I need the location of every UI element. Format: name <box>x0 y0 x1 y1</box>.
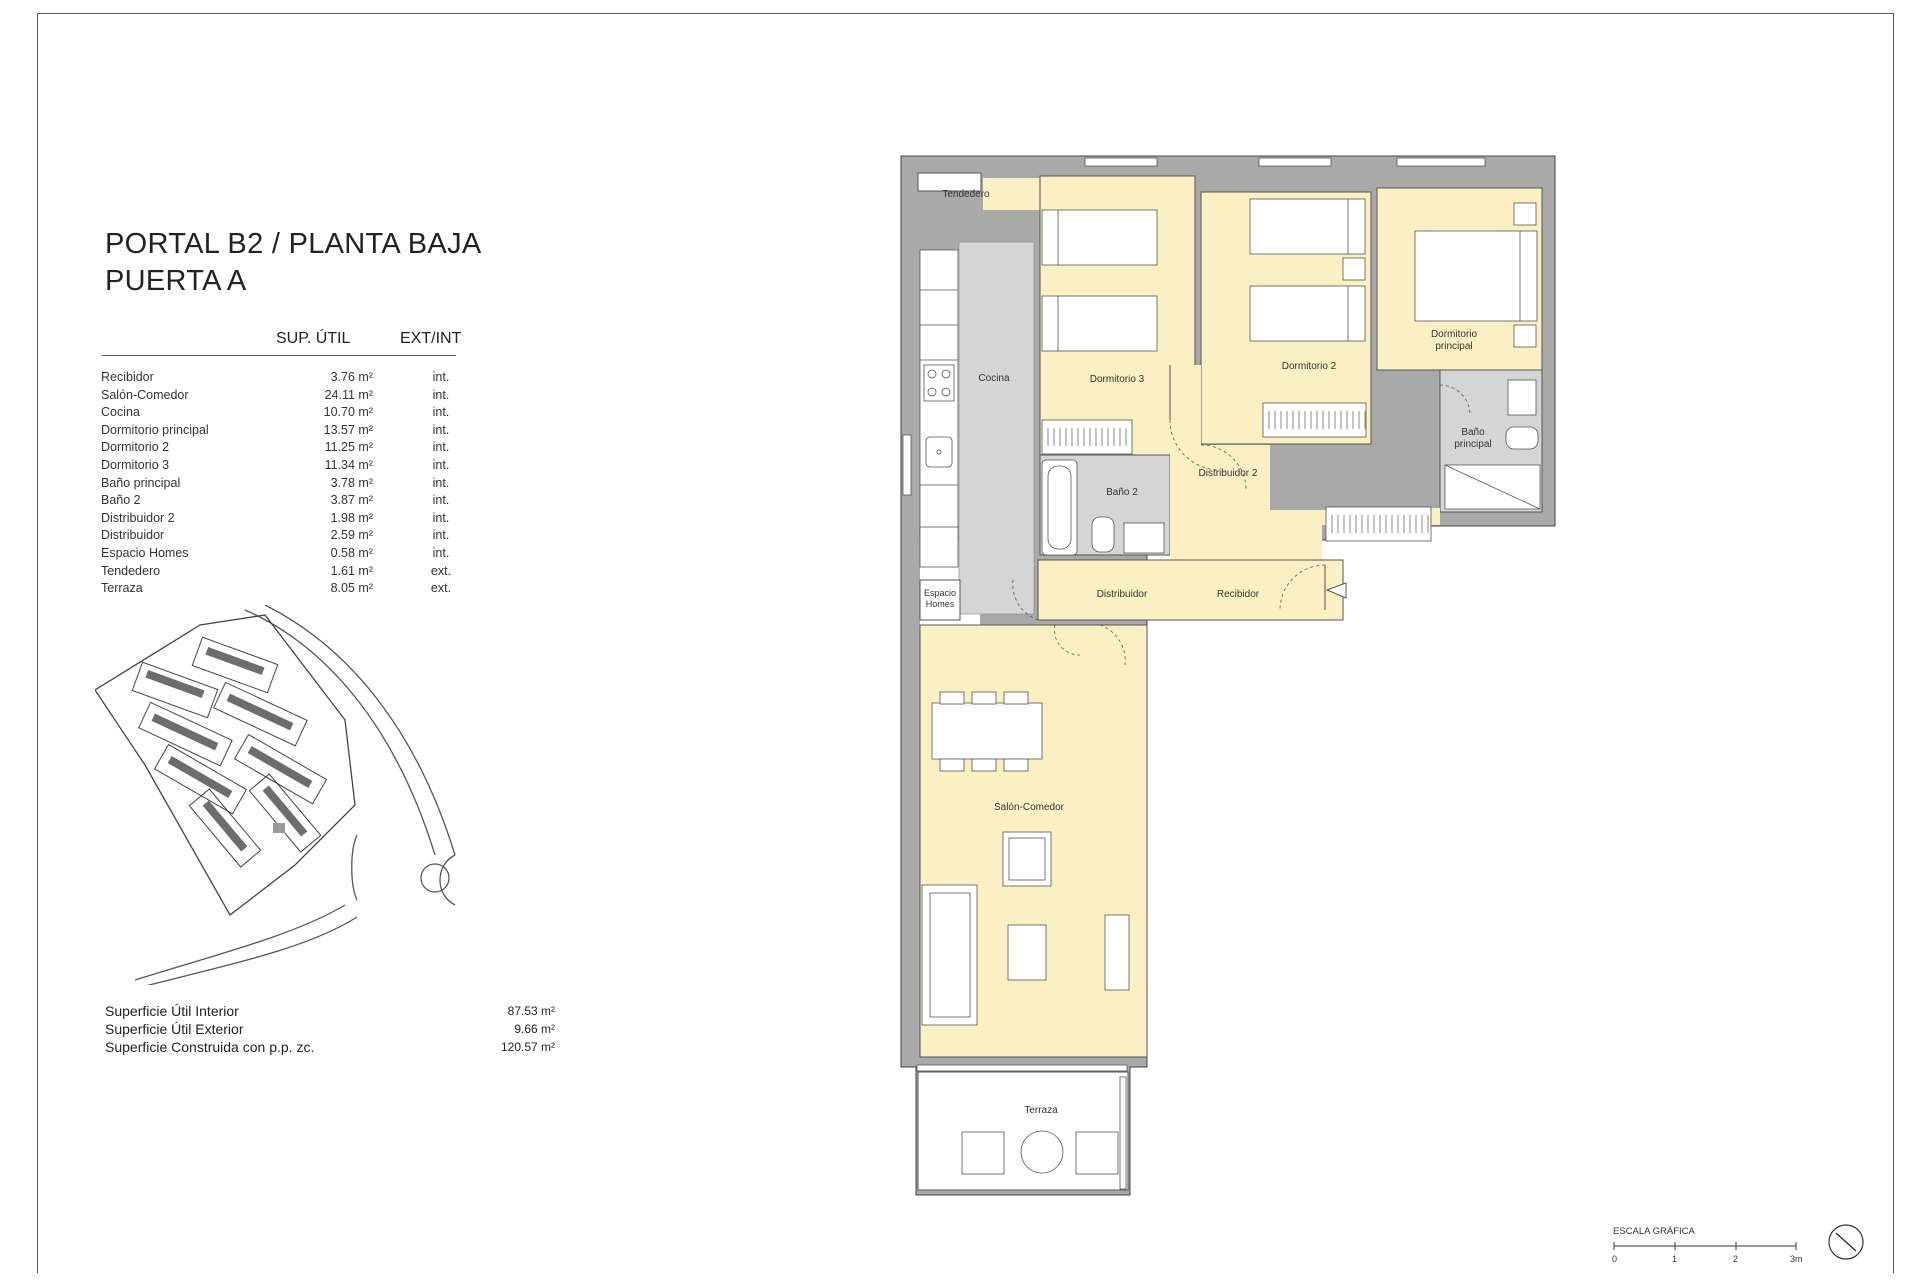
label-recibidor: Recibidor <box>1217 589 1260 600</box>
room-name: Tendedero <box>101 563 161 578</box>
room-type: int. <box>432 387 450 402</box>
label-dormitorio-principal-2: principal <box>1435 341 1472 352</box>
title-line-1: PORTAL B2 / PLANTA BAJA <box>105 228 482 260</box>
room-name: Dormitorio 2 <box>101 440 170 455</box>
label-bano-principal-1: Baño <box>1461 427 1485 438</box>
room-type: int. <box>432 545 450 560</box>
room-row: Dormitorio 2 11.25 m² int. <box>101 440 451 458</box>
total-label: Superficie Útil Exterior <box>105 1021 244 1037</box>
label-dormitorio-2: Dormitorio 2 <box>1282 361 1337 372</box>
room-type: int. <box>432 422 450 437</box>
room-name: Cocina <box>101 405 140 420</box>
room-name: Espacio Homes <box>101 545 189 560</box>
room-type: int. <box>432 370 450 384</box>
room-type: int. <box>432 457 450 472</box>
room-row: Salón-Comedor 24.11 m² int. <box>101 388 451 406</box>
total-value: 87.53 m² <box>507 1004 555 1018</box>
room-name: Distribuidor <box>101 528 165 543</box>
room-type: int. <box>432 440 450 455</box>
total-label: Superficie Construida con p.p. zc. <box>105 1039 315 1055</box>
room-area: 2.59 m² <box>330 528 373 543</box>
room-area: 13.57 m² <box>323 422 373 437</box>
label-salon-comedor: Salón-Comedor <box>994 802 1065 813</box>
label-cocina: Cocina <box>978 373 1010 384</box>
page-frame <box>37 13 1894 1273</box>
room-area: 0.58 m² <box>330 545 373 560</box>
total-label: Superficie Útil Interior <box>105 1003 239 1019</box>
room-type: int. <box>432 475 450 490</box>
label-dormitorio-3: Dormitorio 3 <box>1090 374 1145 385</box>
room-type: int. <box>432 405 450 420</box>
room-area: 11.25 m² <box>324 440 373 455</box>
room-row: Cocina 10.70 m² int. <box>101 405 451 423</box>
label-bano-principal-2: principal <box>1454 439 1491 450</box>
room-type: int. <box>432 493 450 508</box>
room-row: Baño 2 3.87 m² int. <box>101 493 451 511</box>
room-name: Baño principal <box>101 475 181 490</box>
label-terraza: Terraza <box>1024 1105 1058 1116</box>
room-name: Dormitorio 3 <box>101 457 170 472</box>
label-espacio-1: Espacio <box>924 588 956 598</box>
room-type: int. <box>432 528 450 543</box>
room-row: Baño principal 3.78 m² int. <box>101 476 451 494</box>
room-row: Dormitorio 3 11.34 m² int. <box>101 458 451 476</box>
room-name: Dormitorio principal <box>101 422 209 437</box>
label-tendedero: Tendedero <box>942 189 990 200</box>
room-name: Terraza <box>101 581 143 596</box>
room-area: 11.34 m² <box>324 457 373 472</box>
scale-tick-0: 0 <box>1612 1254 1617 1264</box>
page-title: PORTAL B2 / PLANTA BAJA PUERTA A <box>105 226 482 300</box>
total-row: Superficie Útil Exterior 9.66 m² <box>105 1021 555 1039</box>
scale-tick-3: 3m <box>1790 1254 1803 1264</box>
room-row: Espacio Homes 0.58 m² int. <box>101 546 451 564</box>
total-value: 120.57 m² <box>500 1040 555 1054</box>
room-area: 24.11 m² <box>324 387 373 402</box>
total-value: 9.66 m² <box>514 1022 555 1036</box>
room-area: 1.98 m² <box>330 510 373 525</box>
scale-label: ESCALA GRÁFICA <box>1613 1226 1695 1237</box>
label-distribuidor-2: Distribuidor 2 <box>1199 468 1258 479</box>
room-row: Distribuidor 2.59 m² int. <box>101 528 451 546</box>
room-area: 8.05 m² <box>330 581 373 596</box>
room-area: 10.70 m² <box>323 405 373 420</box>
room-type: ext. <box>430 563 452 578</box>
scale-tick-2: 2 <box>1733 1254 1738 1264</box>
room-row: Distribuidor 2 1.98 m² int. <box>101 511 451 529</box>
room-area-table: Recibidor 3.76 m² int. Salón-Comedor 24.11 m… <box>101 370 451 599</box>
room-name: Salón-Comedor <box>101 387 189 402</box>
col-header-type: EXT/INT <box>400 330 462 347</box>
label-distribuidor: Distribuidor <box>1097 589 1148 600</box>
room-type: int. <box>432 510 450 525</box>
room-type: ext. <box>430 581 452 596</box>
room-name: Recibidor <box>101 370 154 384</box>
label-bano-2: Baño 2 <box>1106 487 1138 498</box>
room-row: Recibidor 3.76 m² int. <box>101 370 451 388</box>
room-row: Terraza 8.05 m² ext. <box>101 581 451 599</box>
room-row: Tendedero 1.61 m² ext. <box>101 564 451 582</box>
north-compass-icon <box>1826 1222 1866 1267</box>
scale-tick-1: 1 <box>1672 1254 1677 1264</box>
room-area: 1.61 m² <box>330 563 373 578</box>
total-row: Superficie Construida con p.p. zc. 120.57… <box>105 1039 555 1057</box>
col-header-area: SUP. ÚTIL <box>276 330 351 347</box>
room-area: 3.78 m² <box>330 475 373 490</box>
label-dormitorio-principal-1: Dormitorio <box>1431 329 1478 340</box>
table-rule <box>102 355 456 356</box>
room-area: 3.87 m² <box>330 493 373 508</box>
room-row: Dormitorio principal 13.57 m² int. <box>101 423 451 441</box>
room-name: Baño 2 <box>101 493 141 508</box>
room-area: 3.76 m² <box>330 370 373 384</box>
site-key-plan <box>94 604 465 991</box>
floor-plan: Tendedero Cocina Dormitorio 3 Dormitorio… <box>900 155 1560 1205</box>
title-line-2: PUERTA A <box>105 265 247 297</box>
graphic-scale: ESCALA GRÁFICA 0 1 2 3m <box>1610 1224 1810 1274</box>
total-row: Superficie Útil Interior 87.53 m² <box>105 1003 555 1021</box>
label-espacio-2: Homes <box>926 599 955 609</box>
room-name: Distribuidor 2 <box>101 510 175 525</box>
